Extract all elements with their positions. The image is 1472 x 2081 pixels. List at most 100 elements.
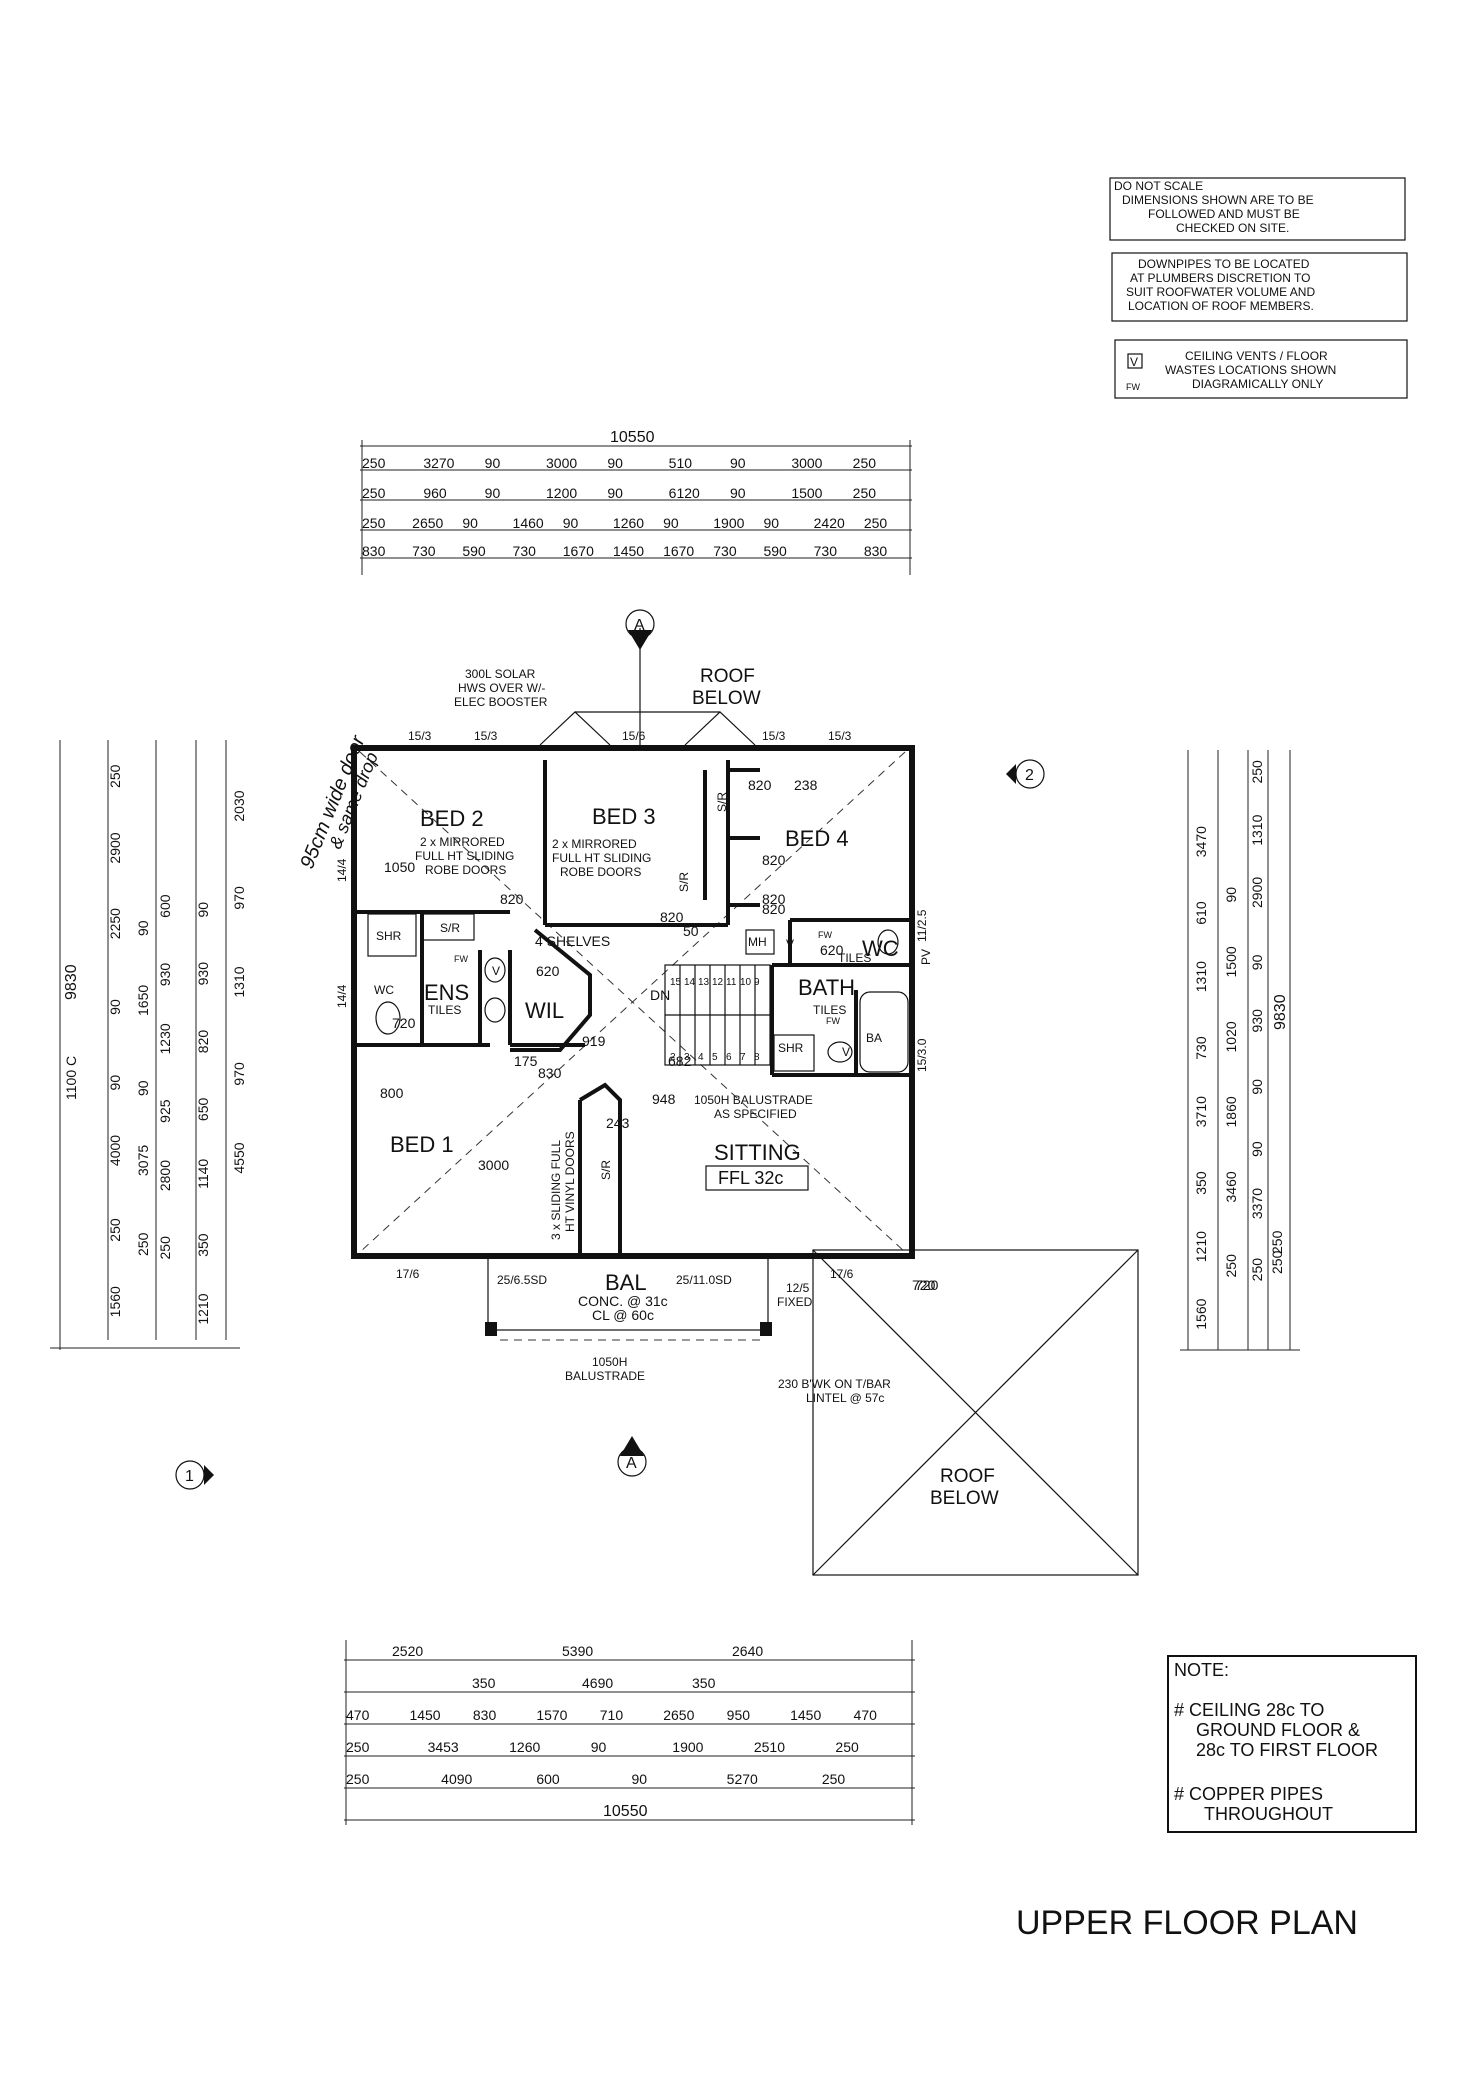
door-dimension-value: 682: [668, 1053, 692, 1069]
window-label: 17/6: [830, 1267, 854, 1281]
dimension-value: 960: [423, 485, 447, 501]
dimension-value: 830: [864, 543, 888, 559]
vents-note-line: WASTES LOCATIONS SHOWN: [1165, 363, 1336, 377]
balcony-balustrade-note: BALUSTRADE: [565, 1369, 645, 1383]
vent-label: V: [786, 937, 794, 951]
dimension-value: 2520: [392, 1643, 423, 1659]
dimension-value: 250: [1223, 1254, 1239, 1278]
roof-below-outline: [812, 1249, 1139, 1576]
annotations: 300L SOLAR HWS OVER W/- ELEC BOOSTER 105…: [296, 667, 938, 1405]
dimension-value: 1210: [195, 1293, 211, 1324]
dimension-value: 90: [607, 455, 623, 471]
ensuite-shower: [367, 913, 417, 957]
dimension-value: 710: [600, 1707, 624, 1723]
door-dimension-value: 800: [380, 1085, 404, 1101]
window-label: 14/4: [335, 984, 349, 1008]
downpipes-note-line: SUIT ROOFWATER VOLUME AND: [1126, 285, 1315, 299]
grid-marker-1-label: 1: [185, 1468, 194, 1485]
dimension-value: 250: [135, 1232, 151, 1256]
dimension-value: 2250: [107, 908, 123, 939]
window-label: 15/3: [474, 729, 498, 743]
dimension-value: 2650: [412, 515, 443, 531]
dimension-value: 1210: [1193, 1231, 1209, 1262]
wc-tiles-label: TILES: [838, 951, 871, 965]
balcony-post: [760, 1322, 772, 1336]
bed4-shelf-rail-label: S/R: [715, 792, 729, 812]
window-label: 11/2.5: [915, 909, 929, 942]
dimension-value: 250: [1269, 1230, 1285, 1254]
bed2-robe-note: FULL HT SLIDING: [415, 849, 514, 863]
door-dimension-value: 50: [683, 923, 699, 939]
wc-floor-waste-label: FW: [818, 930, 832, 940]
dimension-value: 250: [1249, 1258, 1265, 1282]
dimension-value: 600: [536, 1771, 560, 1787]
dimension-value: 250: [157, 1236, 173, 1260]
dimension-value: 90: [485, 485, 501, 501]
dimension-value: 90: [107, 999, 123, 1015]
bed2-robe-note: 2 x MIRRORED: [420, 835, 505, 849]
manhole: [745, 929, 775, 955]
dimension-value: 2640: [732, 1643, 763, 1659]
dimension-value: 90: [107, 1075, 123, 1091]
dimension-value: 90: [462, 515, 478, 531]
dimension-value: 90: [663, 515, 679, 531]
dimension-value: 1310: [1193, 961, 1209, 992]
window-label: 25/6.5SD: [497, 1273, 547, 1287]
dimension-value: 250: [864, 515, 888, 531]
balcony-conc-label: CONC. @ 31c: [578, 1293, 668, 1309]
dimension-value: 250: [853, 455, 877, 471]
dimension-value: 1450: [409, 1707, 440, 1723]
dimension-value: 90: [607, 485, 623, 501]
door-dimension-value: 1050: [384, 859, 415, 875]
stair-step-number: 9: [754, 977, 760, 988]
dimension-value: 6120: [669, 485, 700, 501]
dimension-value: 1450: [790, 1707, 821, 1723]
dimension-value: 350: [1193, 1171, 1209, 1195]
ensuite-shelf: [421, 913, 475, 941]
dimension-value: 730: [814, 543, 838, 559]
door-dimension-value: 919: [582, 1033, 606, 1049]
left-dimension-strings: 9830 1100 C 2502900225090904000250156090…: [50, 740, 247, 1350]
section-marker-top-label: A: [634, 617, 645, 634]
ensuite-basin-icon: [484, 997, 506, 1023]
door-dimension-value: 820: [762, 891, 786, 907]
bath-abbrev-label: BA: [866, 1031, 882, 1045]
dimension-value: 1500: [791, 485, 822, 501]
left-total-dimension: 9830: [63, 964, 80, 1000]
dimension-value: 5390: [562, 1643, 593, 1659]
dimension-value: 1560: [1193, 1298, 1209, 1329]
dimension-value: 1670: [663, 543, 694, 559]
downpipes-note-box: [1111, 252, 1408, 322]
dimension-value: 250: [822, 1771, 846, 1787]
bed1-robe-note: 3 x SLIDING FULL: [549, 1140, 563, 1240]
downpipes-note-line: DOWNPIPES TO BE LOCATED: [1138, 257, 1310, 271]
bed1-label: BED 1: [390, 1132, 454, 1157]
dimension-value: 4090: [441, 1771, 472, 1787]
dimension-value: 730: [1193, 1036, 1209, 1060]
stair-step-number: 8: [754, 1052, 760, 1063]
dimension-value: 4550: [231, 1142, 247, 1173]
dimensions-note-line: DO NOT SCALE: [1114, 179, 1203, 193]
dimension-value: 820: [195, 1030, 211, 1054]
bed3-shelf-rail-label: S/R: [677, 872, 691, 892]
dimension-value: 250: [362, 515, 386, 531]
dimension-value: 90: [730, 455, 746, 471]
dimension-value: 90: [195, 902, 211, 918]
door-dimension-value: 820: [762, 852, 786, 868]
balustrade-note: 1050H BALUSTRADE: [694, 1093, 813, 1107]
balcony-balustrade-note: 1050H: [592, 1355, 627, 1369]
dimension-value: 930: [157, 963, 173, 987]
vent-symbol-icon: [1127, 353, 1143, 369]
dimension-value: 250: [853, 485, 877, 501]
dimension-value: 1260: [509, 1739, 540, 1755]
room-labels: BED 2 2 x MIRRORED FULL HT SLIDING ROBE …: [390, 666, 999, 1509]
dimension-value: 3075: [135, 1145, 151, 1176]
plan-body: [351, 628, 1139, 1576]
wc-toilet-icon: [877, 929, 899, 955]
sitting-label: SITTING: [714, 1140, 801, 1165]
ensuite-wc-label: WC: [374, 983, 394, 997]
balcony-outline: [487, 1255, 769, 1331]
dimension-value: 250: [1249, 760, 1265, 784]
fixed-window-note: FIXED: [777, 1295, 813, 1309]
